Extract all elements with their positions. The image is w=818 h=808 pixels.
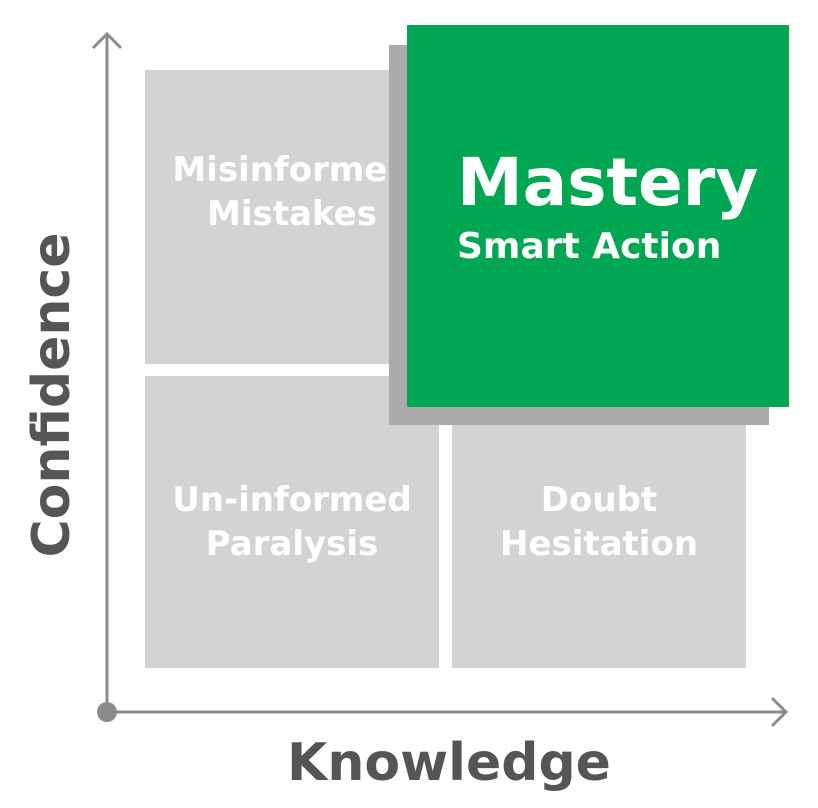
y-axis-label: Confidence: [22, 232, 82, 558]
quadrant-top-left-line2: Mistakes: [207, 194, 377, 234]
x-axis-arrow-icon: [770, 696, 789, 728]
quadrant-bottom-right-line2: Hesitation: [499, 524, 699, 564]
quadrant-bottom-right-line1: Doubt: [540, 480, 658, 520]
quadrant-bottom-left-line1: Un-informed: [172, 480, 412, 520]
y-axis-arrow-icon: [91, 31, 123, 50]
origin-dot-icon: [97, 702, 117, 722]
x-axis-label: Knowledge: [287, 733, 611, 793]
quadrant-mastery-smart-action: Mastery Smart Action: [407, 25, 789, 407]
quadrant-bottom-left-line2: Paralysis: [205, 524, 379, 564]
mastery-title: Mastery: [457, 144, 759, 221]
mastery-subtitle: Smart Action: [457, 226, 722, 267]
quadrant-top-left-line1: Misinformed: [172, 150, 412, 190]
